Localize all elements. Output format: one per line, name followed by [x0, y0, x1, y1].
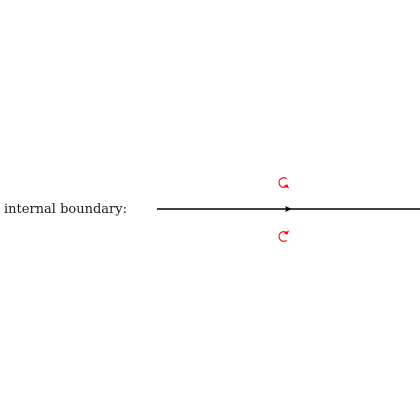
lower-rotation-arrow [278, 230, 290, 242]
arrowhead-right-icon [285, 206, 292, 212]
clockwise-arrowhead-icon [283, 230, 290, 235]
boundary-line-group [157, 206, 420, 212]
upper-rotation-arrow [278, 177, 290, 189]
internal-boundary-label: internal boundary: [4, 202, 127, 217]
clockwise-arrow-icon [278, 231, 287, 242]
counterclockwise-arrow-icon [278, 177, 287, 188]
counterclockwise-arrowhead-icon [283, 184, 290, 189]
